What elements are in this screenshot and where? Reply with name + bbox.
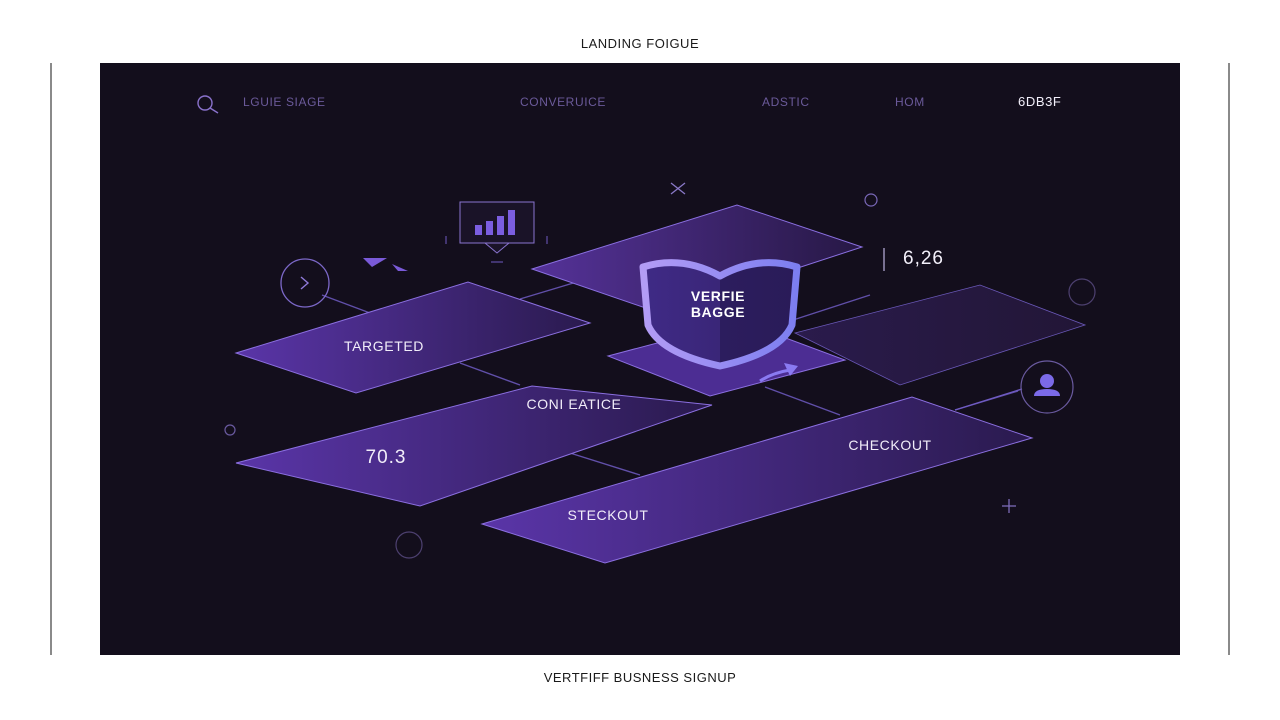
chevron-right-icon [280,258,330,308]
top-nav: LGUIE SIAGE CONVERUICE ADSTIC HOM 6DB3F [100,63,1180,143]
search-button[interactable] [193,95,221,115]
nav-item-account-code[interactable]: 6DB3F [1018,94,1062,109]
tile-top [530,204,864,314]
triangle-decor [392,264,408,271]
tile-label-checkout[interactable]: CHECKOUT [848,437,932,453]
diagram-graphics [197,95,1096,564]
verified-badge-label: VERFIE BAGGE [691,288,745,320]
circle-decor [864,193,878,207]
next-button[interactable] [281,259,329,307]
triangle-decor [363,258,387,267]
page-caption: VERTFIFF BUSNESS SIGNUP [543,670,737,685]
arrow-icon [759,363,798,383]
user-icon [954,360,1074,414]
frame-divider-right [1228,63,1230,655]
user-profile-button[interactable] [1021,361,1073,413]
nav-item-conversions[interactable]: CONVERUICE [520,95,607,109]
nav-item-home[interactable]: HOM [895,95,925,109]
frame-divider-left [50,63,52,655]
page-title: LANDING FOIGUE [580,36,700,51]
nav-item-landing-page[interactable]: LGUIE SIAGE [243,95,326,109]
tile-label-confidence[interactable]: CONI EATICE [526,396,622,412]
add-button[interactable] [998,495,1020,517]
tile-label-metric: 70.3 [365,447,407,468]
tile-confidence [235,385,713,507]
search-icon [197,95,219,114]
metric-value: 6,26 [903,248,944,269]
shield-icon [639,259,801,370]
tile-checkout [480,396,1034,564]
hero-canvas: LGUIE SIAGE CONVERUICE ADSTIC HOM 6DB3F … [100,63,1180,655]
nav-item-analytics[interactable]: ADSTIC [762,95,810,109]
shield-line-1: VERFIE [690,288,746,304]
shield-line-2: BAGGE [690,304,746,320]
circle-decor [224,424,236,436]
close-button[interactable] [666,178,690,200]
plus-icon [1002,499,1016,513]
bar-chart-icon [445,201,548,263]
circle-decor [395,531,423,559]
circle-decor [1068,278,1096,306]
tile-label-targeted[interactable]: TARGETED [344,338,424,354]
close-icon [670,182,686,195]
tile-targeted [234,281,592,394]
tile-label-steckout[interactable]: STECKOUT [567,507,649,523]
tile-right-dark [793,284,1087,386]
